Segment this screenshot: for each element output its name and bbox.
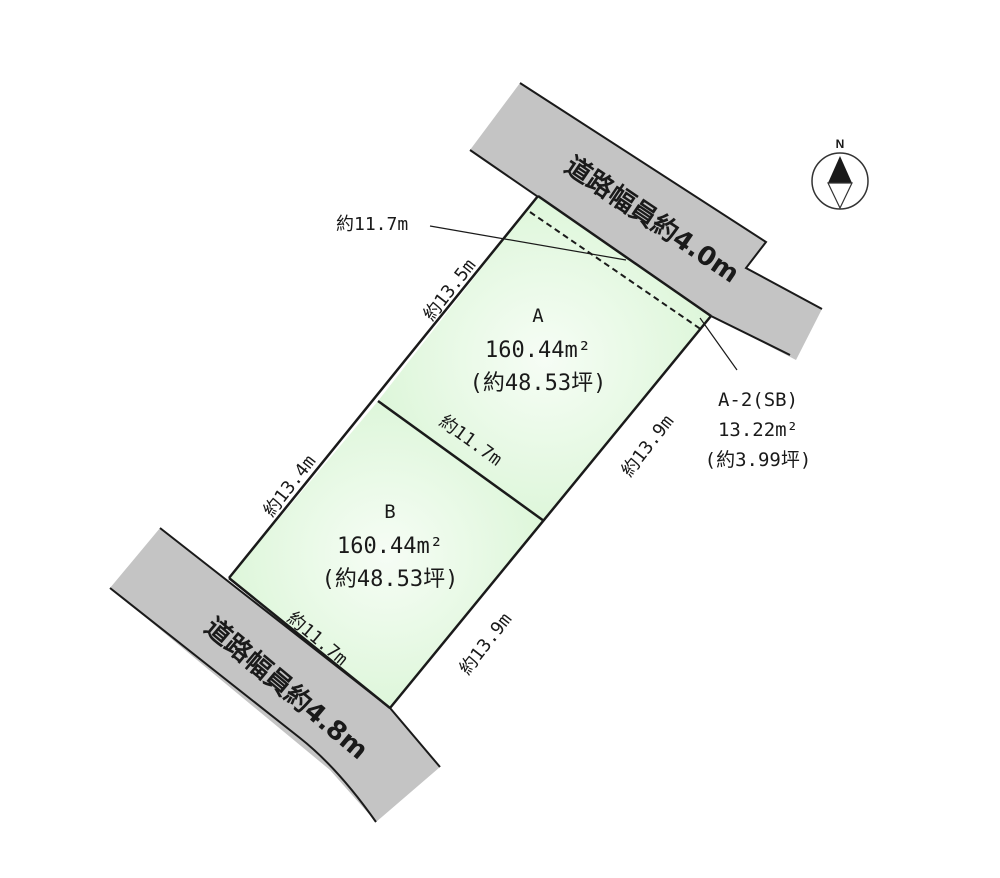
lot-a-area-tsubo: (約48.53坪) <box>470 371 607 396</box>
lot-b-name: B <box>384 501 395 523</box>
lot-b-area-m2: 160.44m² <box>337 534 443 559</box>
lot-b <box>229 401 544 708</box>
dim-a-top: 約11.7m <box>336 214 408 235</box>
dim-a-right: 約13.9m <box>617 411 678 481</box>
lot-a2-name: A-2(SB) <box>718 389 798 411</box>
compass-label: N <box>836 137 845 151</box>
lot-a <box>378 196 711 521</box>
leader-a2 <box>699 317 738 371</box>
lot-a-name: A <box>532 305 544 327</box>
lot-boundaries <box>228 194 712 709</box>
dim-b-right: 約13.9m <box>455 609 516 679</box>
lot-a2-area-m2: 13.22m² <box>718 419 798 441</box>
leader-a-top <box>429 225 627 261</box>
lot-a-area-m2: 160.44m² <box>485 338 591 363</box>
lot-b-area-tsubo: (約48.53坪) <box>322 567 459 592</box>
lot-a2-area-tsubo: (約3.99坪) <box>705 449 812 471</box>
compass-north-icon: N <box>811 137 869 210</box>
a2-setback-line <box>529 211 703 331</box>
